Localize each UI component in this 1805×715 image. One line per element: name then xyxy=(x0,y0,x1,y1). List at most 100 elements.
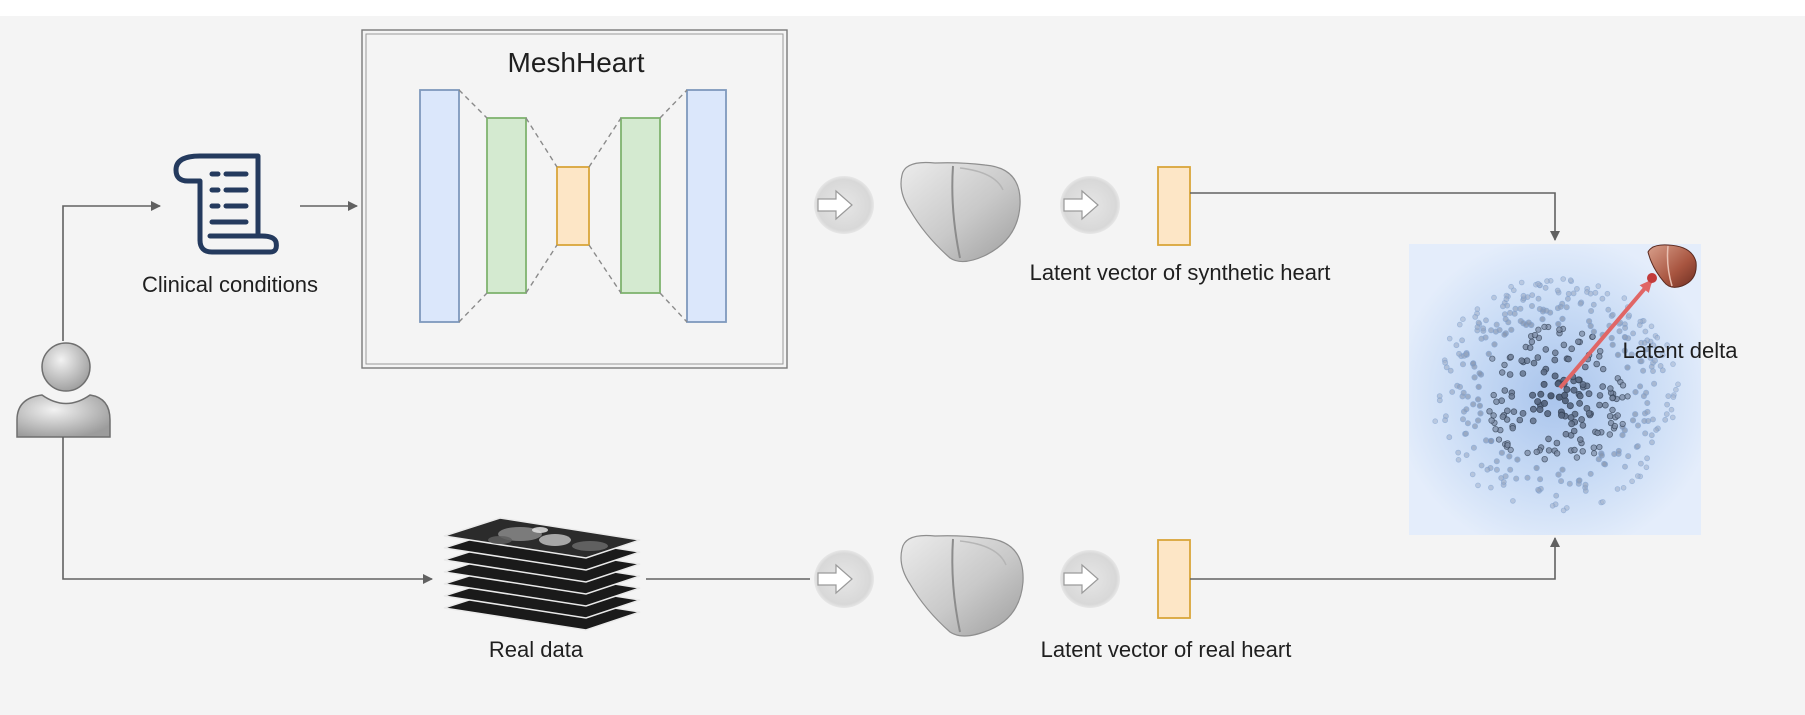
latent-point xyxy=(1490,391,1497,399)
latent-point xyxy=(1463,406,1470,413)
latent-delta-label: Latent delta xyxy=(1623,338,1739,363)
latent-synthetic-label: Latent vector of synthetic heart xyxy=(1030,260,1331,285)
latent-point xyxy=(1640,393,1647,400)
latent-point xyxy=(1549,502,1556,509)
latent-point xyxy=(1565,295,1571,302)
latent-point xyxy=(1535,326,1542,333)
latent-point xyxy=(1657,362,1664,369)
latent-space-panel xyxy=(1409,244,1701,535)
latent-point xyxy=(1579,330,1586,337)
latent-point xyxy=(1476,402,1484,409)
latent-point xyxy=(1460,416,1467,423)
latent-point xyxy=(1449,389,1456,395)
latent-point xyxy=(1585,409,1593,417)
latent-vector-synthetic xyxy=(1157,166,1191,246)
latent-point xyxy=(1641,417,1648,424)
latent-point xyxy=(1644,408,1651,415)
real-connector xyxy=(1190,537,1560,580)
user-icon xyxy=(16,342,111,438)
latent-point xyxy=(1591,450,1598,457)
latent-point xyxy=(1577,300,1584,307)
latent-point xyxy=(1635,422,1642,429)
latent-point xyxy=(1542,346,1550,353)
latent-point xyxy=(1552,349,1559,357)
latent-point xyxy=(1606,413,1614,420)
latent-point xyxy=(1471,374,1478,381)
latent-point xyxy=(1579,448,1586,455)
latent-point xyxy=(1535,486,1541,493)
latent-point xyxy=(1577,436,1584,443)
latent-point xyxy=(1563,385,1571,393)
latent-point xyxy=(1509,425,1516,432)
latent-point xyxy=(1456,350,1462,357)
circle-arrow-icon xyxy=(814,176,874,234)
latent-point xyxy=(1650,368,1656,375)
latent-point xyxy=(1648,432,1655,439)
latent-point xyxy=(1644,399,1651,406)
latent-point xyxy=(1510,408,1518,416)
latent-point xyxy=(1585,390,1593,398)
latent-point xyxy=(1562,430,1570,438)
latent-point xyxy=(1442,417,1448,424)
circle-arrow-icon xyxy=(1060,550,1120,608)
latent-point xyxy=(1675,381,1681,388)
latent-point xyxy=(1507,466,1514,473)
latent-point xyxy=(1517,305,1524,312)
latent-point xyxy=(1563,304,1570,311)
latent-point xyxy=(1593,360,1600,368)
latent-point xyxy=(1582,363,1589,371)
heart-mesh-icon xyxy=(1647,244,1697,288)
latent-point xyxy=(1635,473,1641,479)
latent-point xyxy=(1592,289,1599,296)
latent-point xyxy=(1504,442,1511,449)
latent-point xyxy=(1565,355,1572,363)
scroll-document-icon xyxy=(173,153,279,255)
latent-point xyxy=(1496,326,1503,333)
latent-point xyxy=(1619,394,1626,401)
mri-texture xyxy=(488,536,512,544)
latent-point xyxy=(1600,499,1606,505)
latent-point xyxy=(1590,444,1597,451)
latent-point xyxy=(1632,411,1639,418)
latent-point xyxy=(1478,335,1485,342)
latent-point xyxy=(1498,449,1506,456)
mri-texture xyxy=(539,534,571,546)
latent-point xyxy=(1565,290,1572,297)
latent-point xyxy=(1544,278,1550,284)
latent-point xyxy=(1566,480,1573,487)
latent-point xyxy=(1659,352,1666,358)
latent-point xyxy=(1507,353,1514,361)
latent-point xyxy=(1670,394,1677,400)
latent-point xyxy=(1575,338,1582,345)
latent-point xyxy=(1553,492,1560,499)
latent-point xyxy=(1508,283,1514,290)
latent-point xyxy=(1543,307,1550,314)
latent-point xyxy=(1621,333,1628,340)
latent-delta-arrow xyxy=(1558,278,1654,390)
latent-point xyxy=(1624,364,1631,371)
latent-point xyxy=(1460,389,1467,396)
latent-point xyxy=(1540,368,1548,376)
latent-point xyxy=(1611,450,1618,457)
latent-point xyxy=(1520,292,1527,299)
latent-point xyxy=(1575,376,1582,384)
encoder-decoder xyxy=(419,89,727,323)
latent-point xyxy=(1557,303,1564,310)
latent-point xyxy=(1598,452,1605,459)
latent-point xyxy=(1536,405,1544,413)
latent-point xyxy=(1472,423,1479,430)
latent-point xyxy=(1535,280,1541,287)
clinical-conditions-label: Clinical conditions xyxy=(142,272,318,297)
latent-point xyxy=(1599,365,1607,373)
latent-point xyxy=(1447,367,1454,374)
latent-point xyxy=(1470,401,1477,408)
latent-point xyxy=(1620,484,1627,491)
latent-point xyxy=(1568,420,1575,428)
latent-point xyxy=(1537,390,1545,398)
latent-point xyxy=(1668,406,1675,413)
latent-point xyxy=(1529,391,1537,399)
latent-point xyxy=(1502,316,1509,323)
latent-point xyxy=(1559,315,1566,322)
latent-point xyxy=(1493,398,1500,405)
latent-point xyxy=(1654,334,1661,341)
